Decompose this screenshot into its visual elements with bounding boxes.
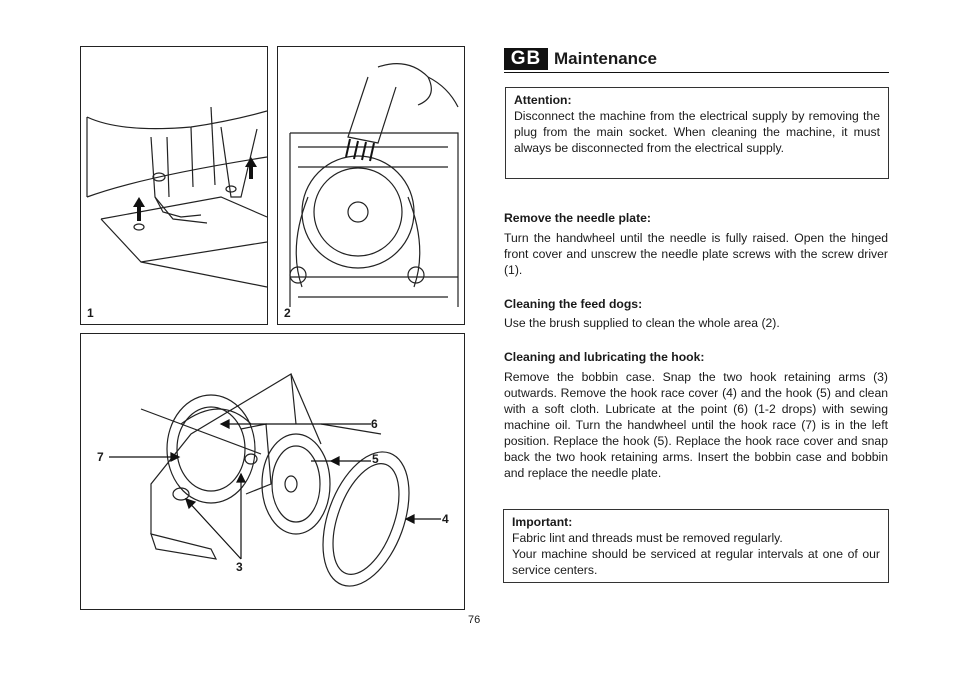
section-text-hook: Remove the bobbin case. Snap the two hoo… — [504, 370, 888, 480]
figure-1-number: 1 — [87, 306, 94, 320]
language-badge: GB — [504, 48, 548, 70]
callout-5: 5 — [372, 452, 379, 466]
callout-3: 3 — [236, 560, 243, 574]
page-number: 76 — [468, 614, 481, 626]
section-text-feed-dogs: Use the brush supplied to clean the whol… — [504, 316, 780, 330]
important-box: Important: Fabric lint and threads must … — [503, 509, 889, 583]
important-label: Important: — [512, 515, 573, 529]
figure-2-number: 2 — [284, 306, 291, 320]
section-heading: GB Maintenance — [504, 46, 889, 73]
page-title: Maintenance — [554, 49, 657, 68]
figure-1-illustration — [86, 106, 267, 288]
figure-3-hook-assembly: 6 7 5 4 3 — [80, 333, 465, 610]
callout-7: 7 — [97, 450, 104, 464]
attention-label: Attention: — [514, 93, 572, 107]
callout-6: 6 — [371, 417, 378, 431]
figure-3-illustration — [109, 372, 441, 587]
figure-2-illustration — [289, 63, 459, 307]
section-title-feed-dogs: Cleaning the feed dogs: — [504, 297, 643, 311]
important-line-2: Your machine should be serviced at regul… — [512, 547, 880, 577]
figure-1-needle-plate: 1 — [80, 46, 268, 325]
attention-box: Attention: Disconnect the machine from t… — [505, 87, 889, 179]
attention-text: Disconnect the machine from the electric… — [514, 109, 880, 155]
section-title-needle-plate: Remove the needle plate: — [504, 211, 651, 225]
section-title-hook: Cleaning and lubricating the hook: — [504, 350, 705, 364]
section-text-needle-plate: Turn the handwheel until the needle is f… — [504, 231, 888, 277]
callout-4: 4 — [442, 512, 449, 526]
figure-2-feed-dogs: 2 — [277, 46, 465, 325]
important-line-1: Fabric lint and threads must be removed … — [512, 531, 783, 545]
